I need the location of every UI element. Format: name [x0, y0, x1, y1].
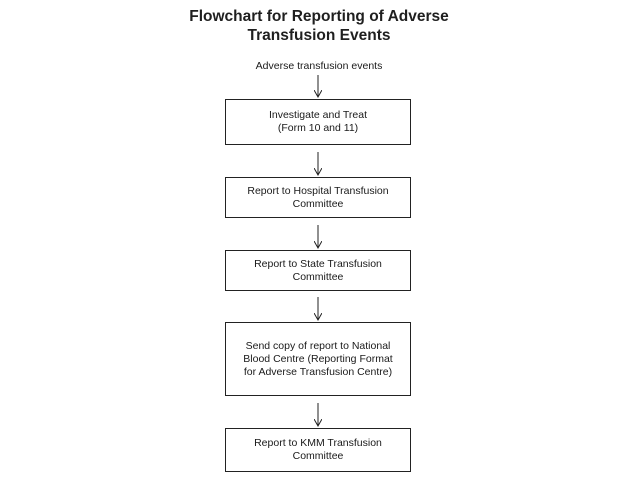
- step-3-line-2: Committee: [292, 270, 344, 283]
- step-box-state-committee: Report to State Transfusion Committee: [225, 250, 411, 291]
- step-box-investigate: Investigate and Treat (Form 10 and 11): [225, 99, 411, 145]
- step-5-line-1: Report to KMM Transfusion: [254, 437, 382, 449]
- step-1-line-1: Investigate and Treat: [268, 109, 368, 121]
- step-4-line-3: for Adverse Transfusion Centre): [243, 365, 393, 378]
- step-box-kmm-committee: Report to KMM Transfusion Committee: [225, 428, 411, 472]
- step-2-line-1: Report to Hospital Transfusion: [247, 184, 389, 197]
- step-1-line-2: (Form 10 and 11): [277, 122, 359, 134]
- step-5-line-2: Committee: [292, 450, 344, 462]
- diagram-title-line-2: Transfusion Events: [247, 27, 391, 44]
- step-2-line-2: Committee: [292, 197, 344, 210]
- step-3-line-1: Report to State Transfusion: [254, 257, 382, 270]
- step-box-national-blood-centre: Send copy of report to National Blood Ce…: [225, 322, 411, 396]
- diagram-title-line-1: Flowchart for Reporting of Adverse: [189, 8, 449, 25]
- step-box-hospital-committee: Report to Hospital Transfusion Committee: [225, 177, 411, 218]
- step-4-line-2: Blood Centre (Reporting Format: [243, 352, 393, 365]
- step-4-line-1: Send copy of report to National: [245, 339, 391, 352]
- start-label: Adverse transfusion events: [255, 60, 383, 72]
